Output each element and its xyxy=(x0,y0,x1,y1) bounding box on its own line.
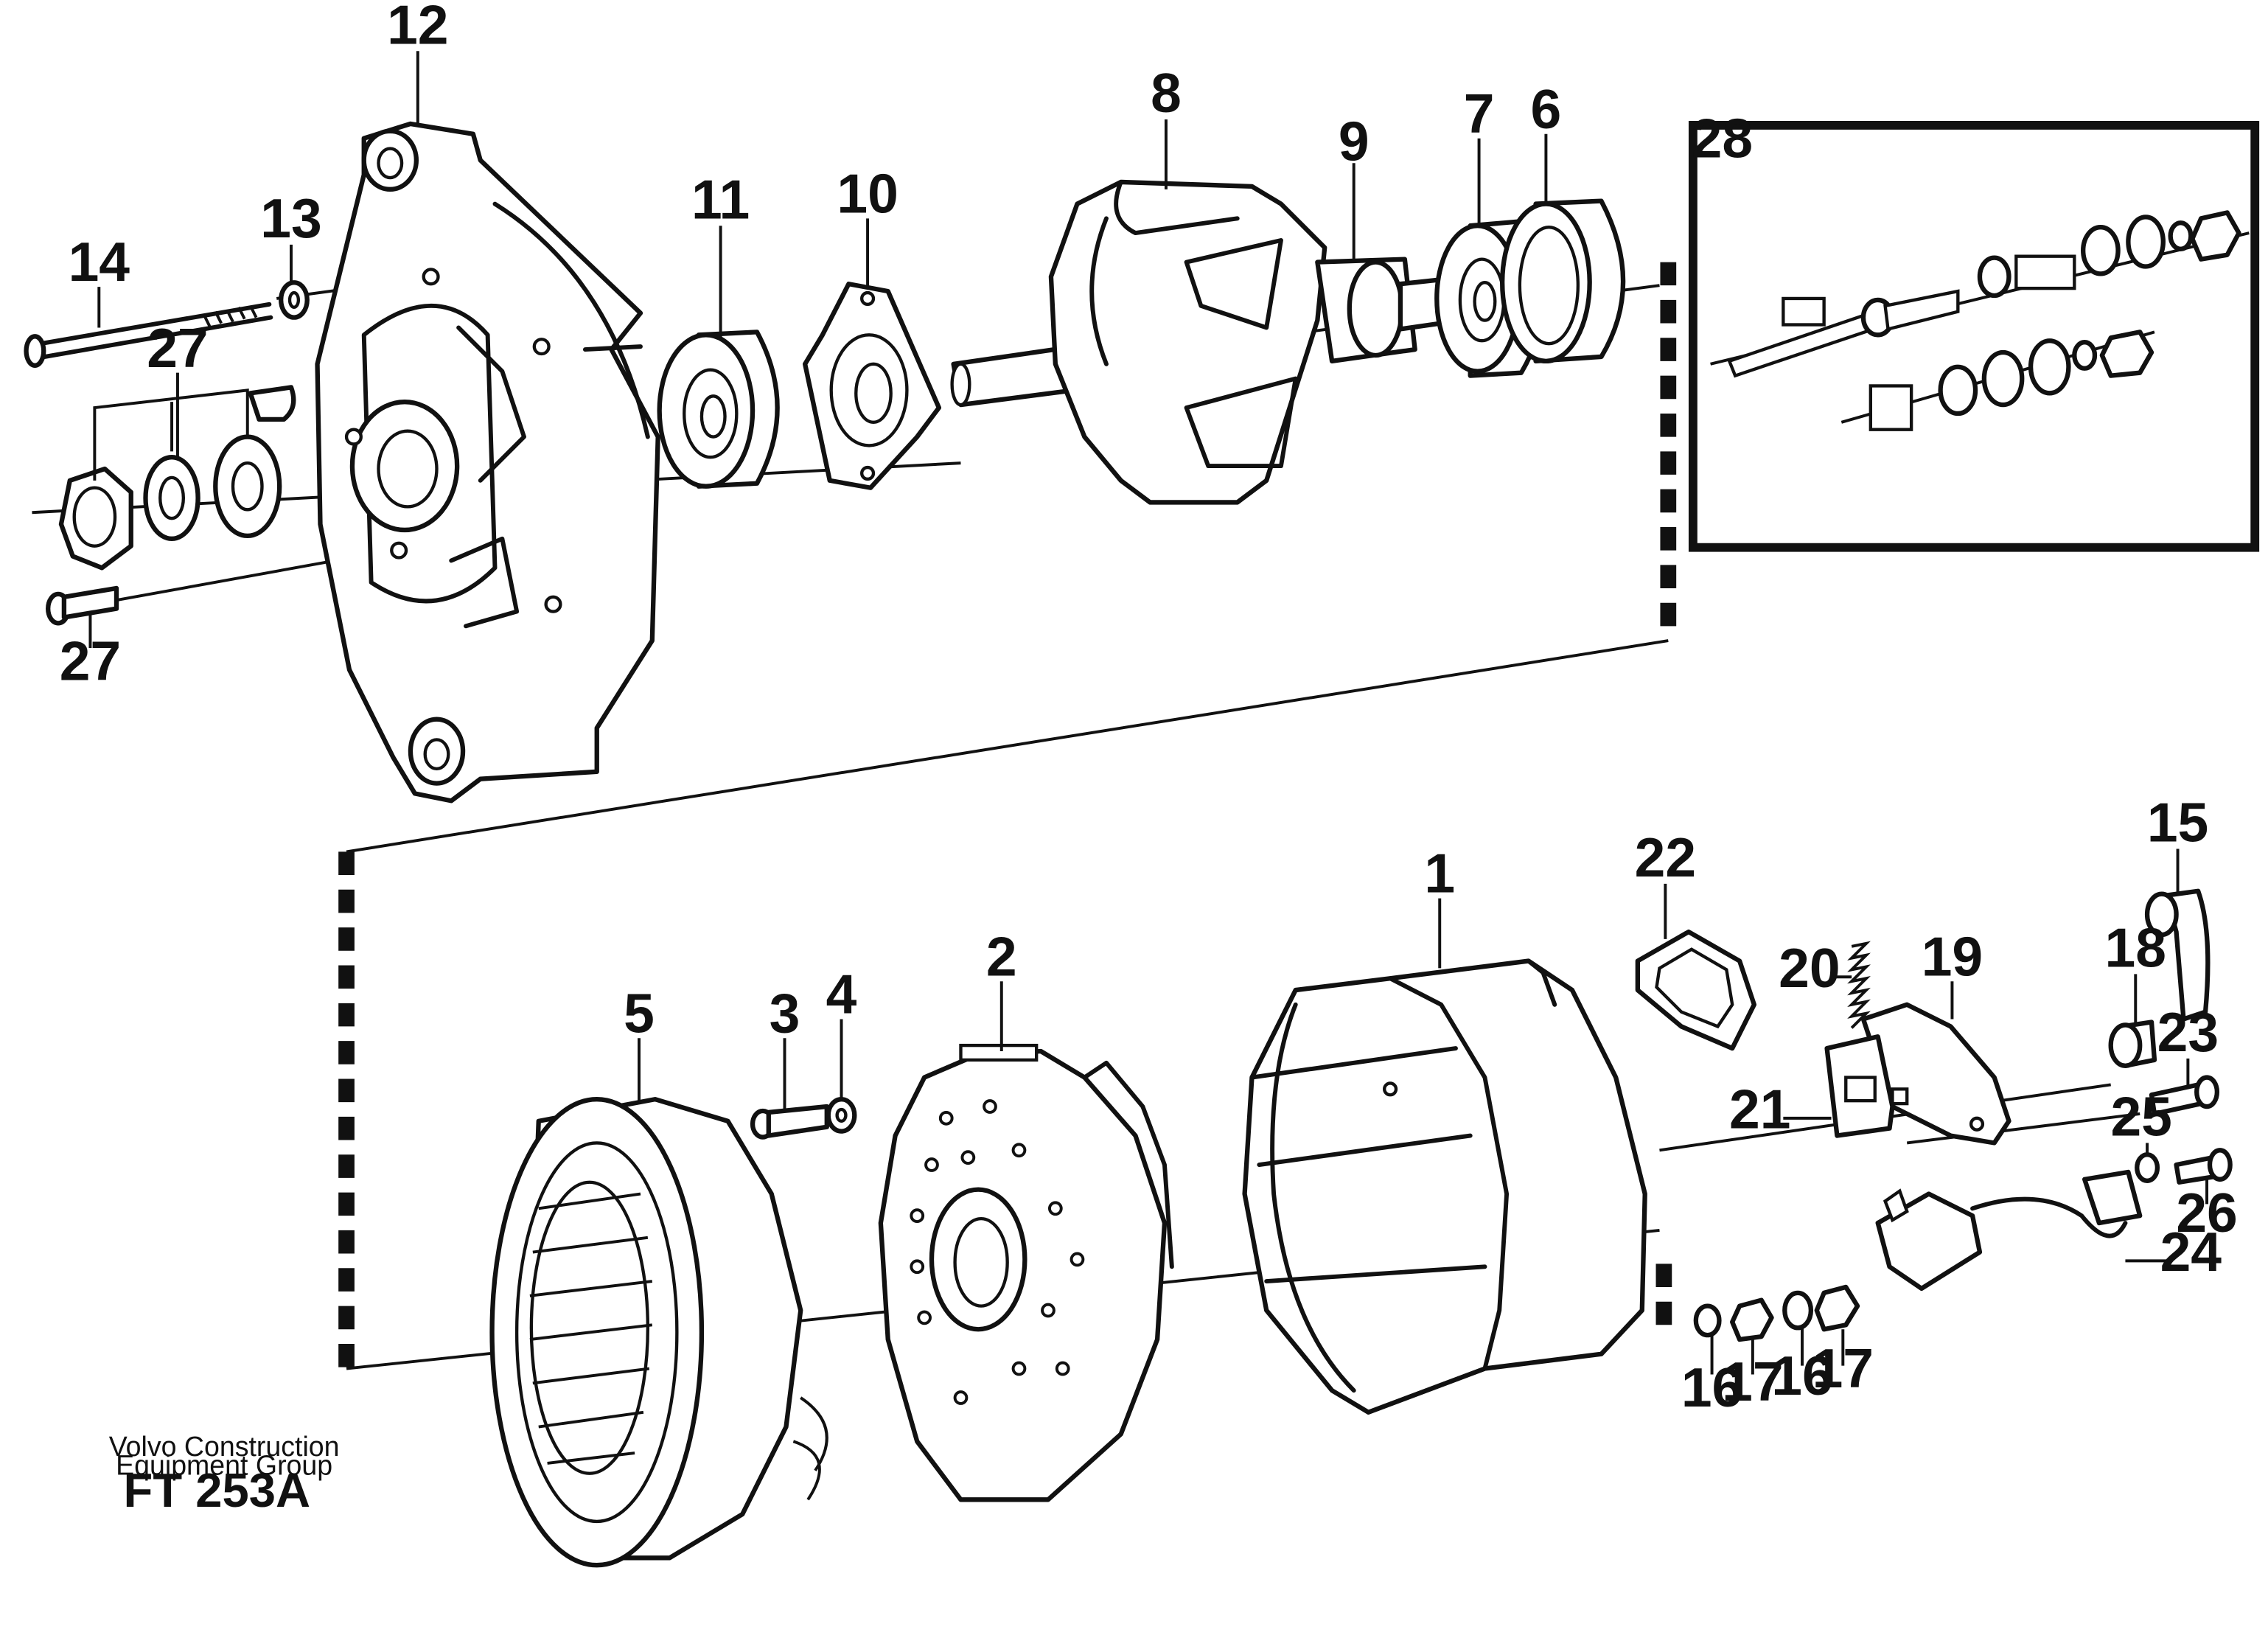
rotor xyxy=(950,179,1444,505)
through-bolt xyxy=(24,302,273,368)
retaining-plate xyxy=(802,282,942,490)
label-23: 23 xyxy=(2157,1001,2219,1063)
label-7: 7 xyxy=(1464,83,1495,144)
label-20: 20 xyxy=(1779,937,1840,999)
figure-caption: Volvo Construction Equipment Group FT 25… xyxy=(109,1431,340,1517)
washer-13 xyxy=(279,280,310,320)
label-24: 24 xyxy=(2160,1221,2222,1283)
label-10: 10 xyxy=(837,162,898,224)
label-3: 3 xyxy=(770,982,800,1044)
label-17-left: 17 xyxy=(1722,1351,1783,1412)
housing xyxy=(1242,958,1647,1415)
label-21: 21 xyxy=(1729,1078,1790,1140)
suppressor xyxy=(1875,1169,2143,1292)
label-28: 28 xyxy=(1692,107,1753,169)
caption-code: FT 253A xyxy=(124,1463,310,1517)
dashed-connector-lower xyxy=(338,851,1672,1369)
terminal-nuts xyxy=(1693,1284,1860,1342)
label-1: 1 xyxy=(1424,843,1455,905)
elbow-15 xyxy=(2144,888,2211,1022)
screw-26 xyxy=(2174,1148,2233,1185)
label-5: 5 xyxy=(624,982,655,1044)
label-14: 14 xyxy=(69,231,130,293)
label-8: 8 xyxy=(1151,62,1182,124)
stator xyxy=(489,1097,828,1568)
label-4: 4 xyxy=(826,963,857,1025)
gasket xyxy=(1635,929,1756,1051)
label-27-top: 27 xyxy=(147,317,208,379)
label-17-right: 17 xyxy=(1812,1337,1874,1399)
part-labels: 12 13 14 27 27 11 10 8 9 7 6 28 1 22 2 5… xyxy=(60,0,2238,1418)
inset-box-28 xyxy=(1688,121,2260,552)
regulator xyxy=(1824,1002,2011,1146)
label-16-right: 16 xyxy=(1771,1345,1832,1407)
screw-3 xyxy=(750,1104,829,1140)
screw-27 xyxy=(46,585,119,626)
label-16-left: 16 xyxy=(1681,1356,1742,1418)
caption-line-1: Volvo Construction xyxy=(109,1431,340,1462)
screw-23 xyxy=(2149,1075,2220,1117)
label-19: 19 xyxy=(1922,925,1983,987)
label-6: 6 xyxy=(1531,78,1562,140)
pulley-nut-set xyxy=(58,385,296,571)
label-26: 26 xyxy=(2176,1182,2237,1244)
dashed-connector-upper xyxy=(346,262,1677,854)
rectifier xyxy=(878,1043,1174,1502)
label-9: 9 xyxy=(1339,110,1369,172)
label-2: 2 xyxy=(986,925,1017,987)
leader-lines xyxy=(88,51,2209,1375)
label-15: 15 xyxy=(2147,792,2208,854)
label-18: 18 xyxy=(2105,916,2166,978)
label-13: 13 xyxy=(260,187,321,249)
regulator-spring xyxy=(1847,941,1871,1029)
label-11: 11 xyxy=(691,168,750,230)
drive-end-shield xyxy=(315,121,660,804)
washer-4 xyxy=(826,1097,857,1134)
bushing-18 xyxy=(2108,1020,2157,1068)
slip-ring-6 xyxy=(1500,198,1626,364)
label-27-bottom: 27 xyxy=(60,630,121,691)
label-22: 22 xyxy=(1635,826,1696,888)
bearing-11 xyxy=(657,330,780,489)
washer-25 xyxy=(2135,1152,2160,1183)
label-25: 25 xyxy=(2110,1086,2171,1148)
label-12: 12 xyxy=(387,0,448,55)
caption-line-2: Equipment Group xyxy=(116,1450,332,1481)
